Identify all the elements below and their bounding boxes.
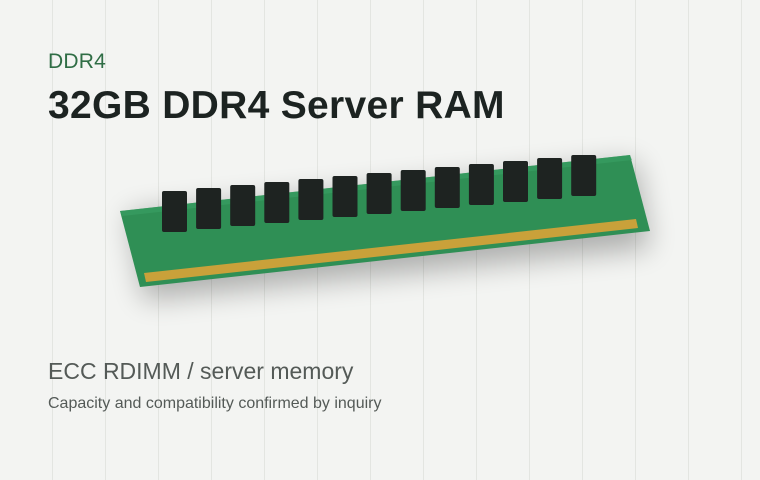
- product-title: 32GB DDR4 Server RAM: [48, 84, 505, 127]
- memory-chip: [196, 188, 222, 229]
- product-category: DDR4: [48, 50, 106, 73]
- ram-contacts: [144, 219, 638, 282]
- product-subtitle: ECC RDIMM / server memory: [48, 358, 354, 384]
- memory-chip: [366, 173, 392, 214]
- memory-chip: [332, 176, 358, 217]
- memory-chip: [468, 164, 494, 205]
- ram-chips: [162, 155, 597, 232]
- memory-chip: [537, 158, 563, 199]
- memory-chip: [400, 170, 426, 211]
- memory-chip: [503, 161, 528, 202]
- memory-chip: [571, 155, 597, 196]
- memory-chip: [230, 185, 256, 226]
- product-note: Capacity and compatibility confirmed by …: [48, 395, 382, 412]
- memory-chip: [298, 179, 324, 220]
- memory-chip: [264, 182, 290, 223]
- memory-chip: [434, 167, 460, 208]
- memory-chip: [162, 191, 187, 232]
